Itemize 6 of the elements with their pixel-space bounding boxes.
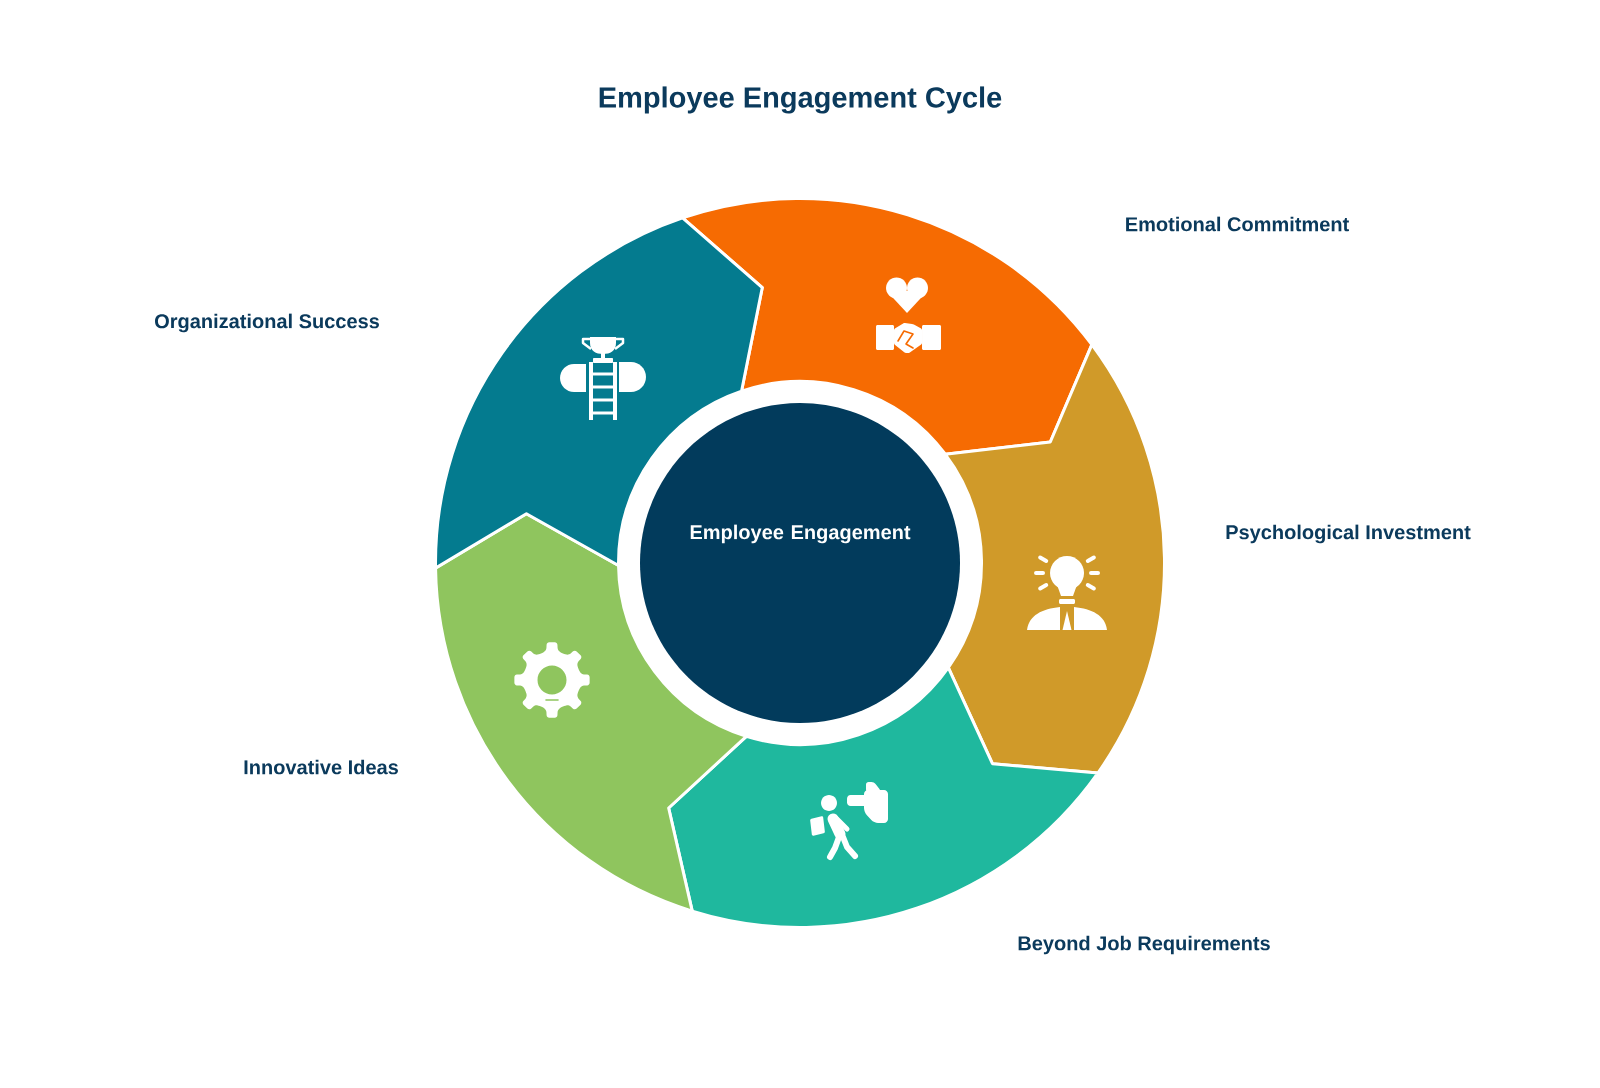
segment-label: Innovative Ideas [244,759,398,775]
title: Employee Engagement Cycle [599,86,1002,114]
segment-label: Organizational Success [155,313,379,333]
segment-label: Emotional Commitment [1126,216,1349,232]
segment-label: Psychological Investment [1226,524,1471,544]
segment-label: Beyond Job Requirements [1018,935,1270,955]
